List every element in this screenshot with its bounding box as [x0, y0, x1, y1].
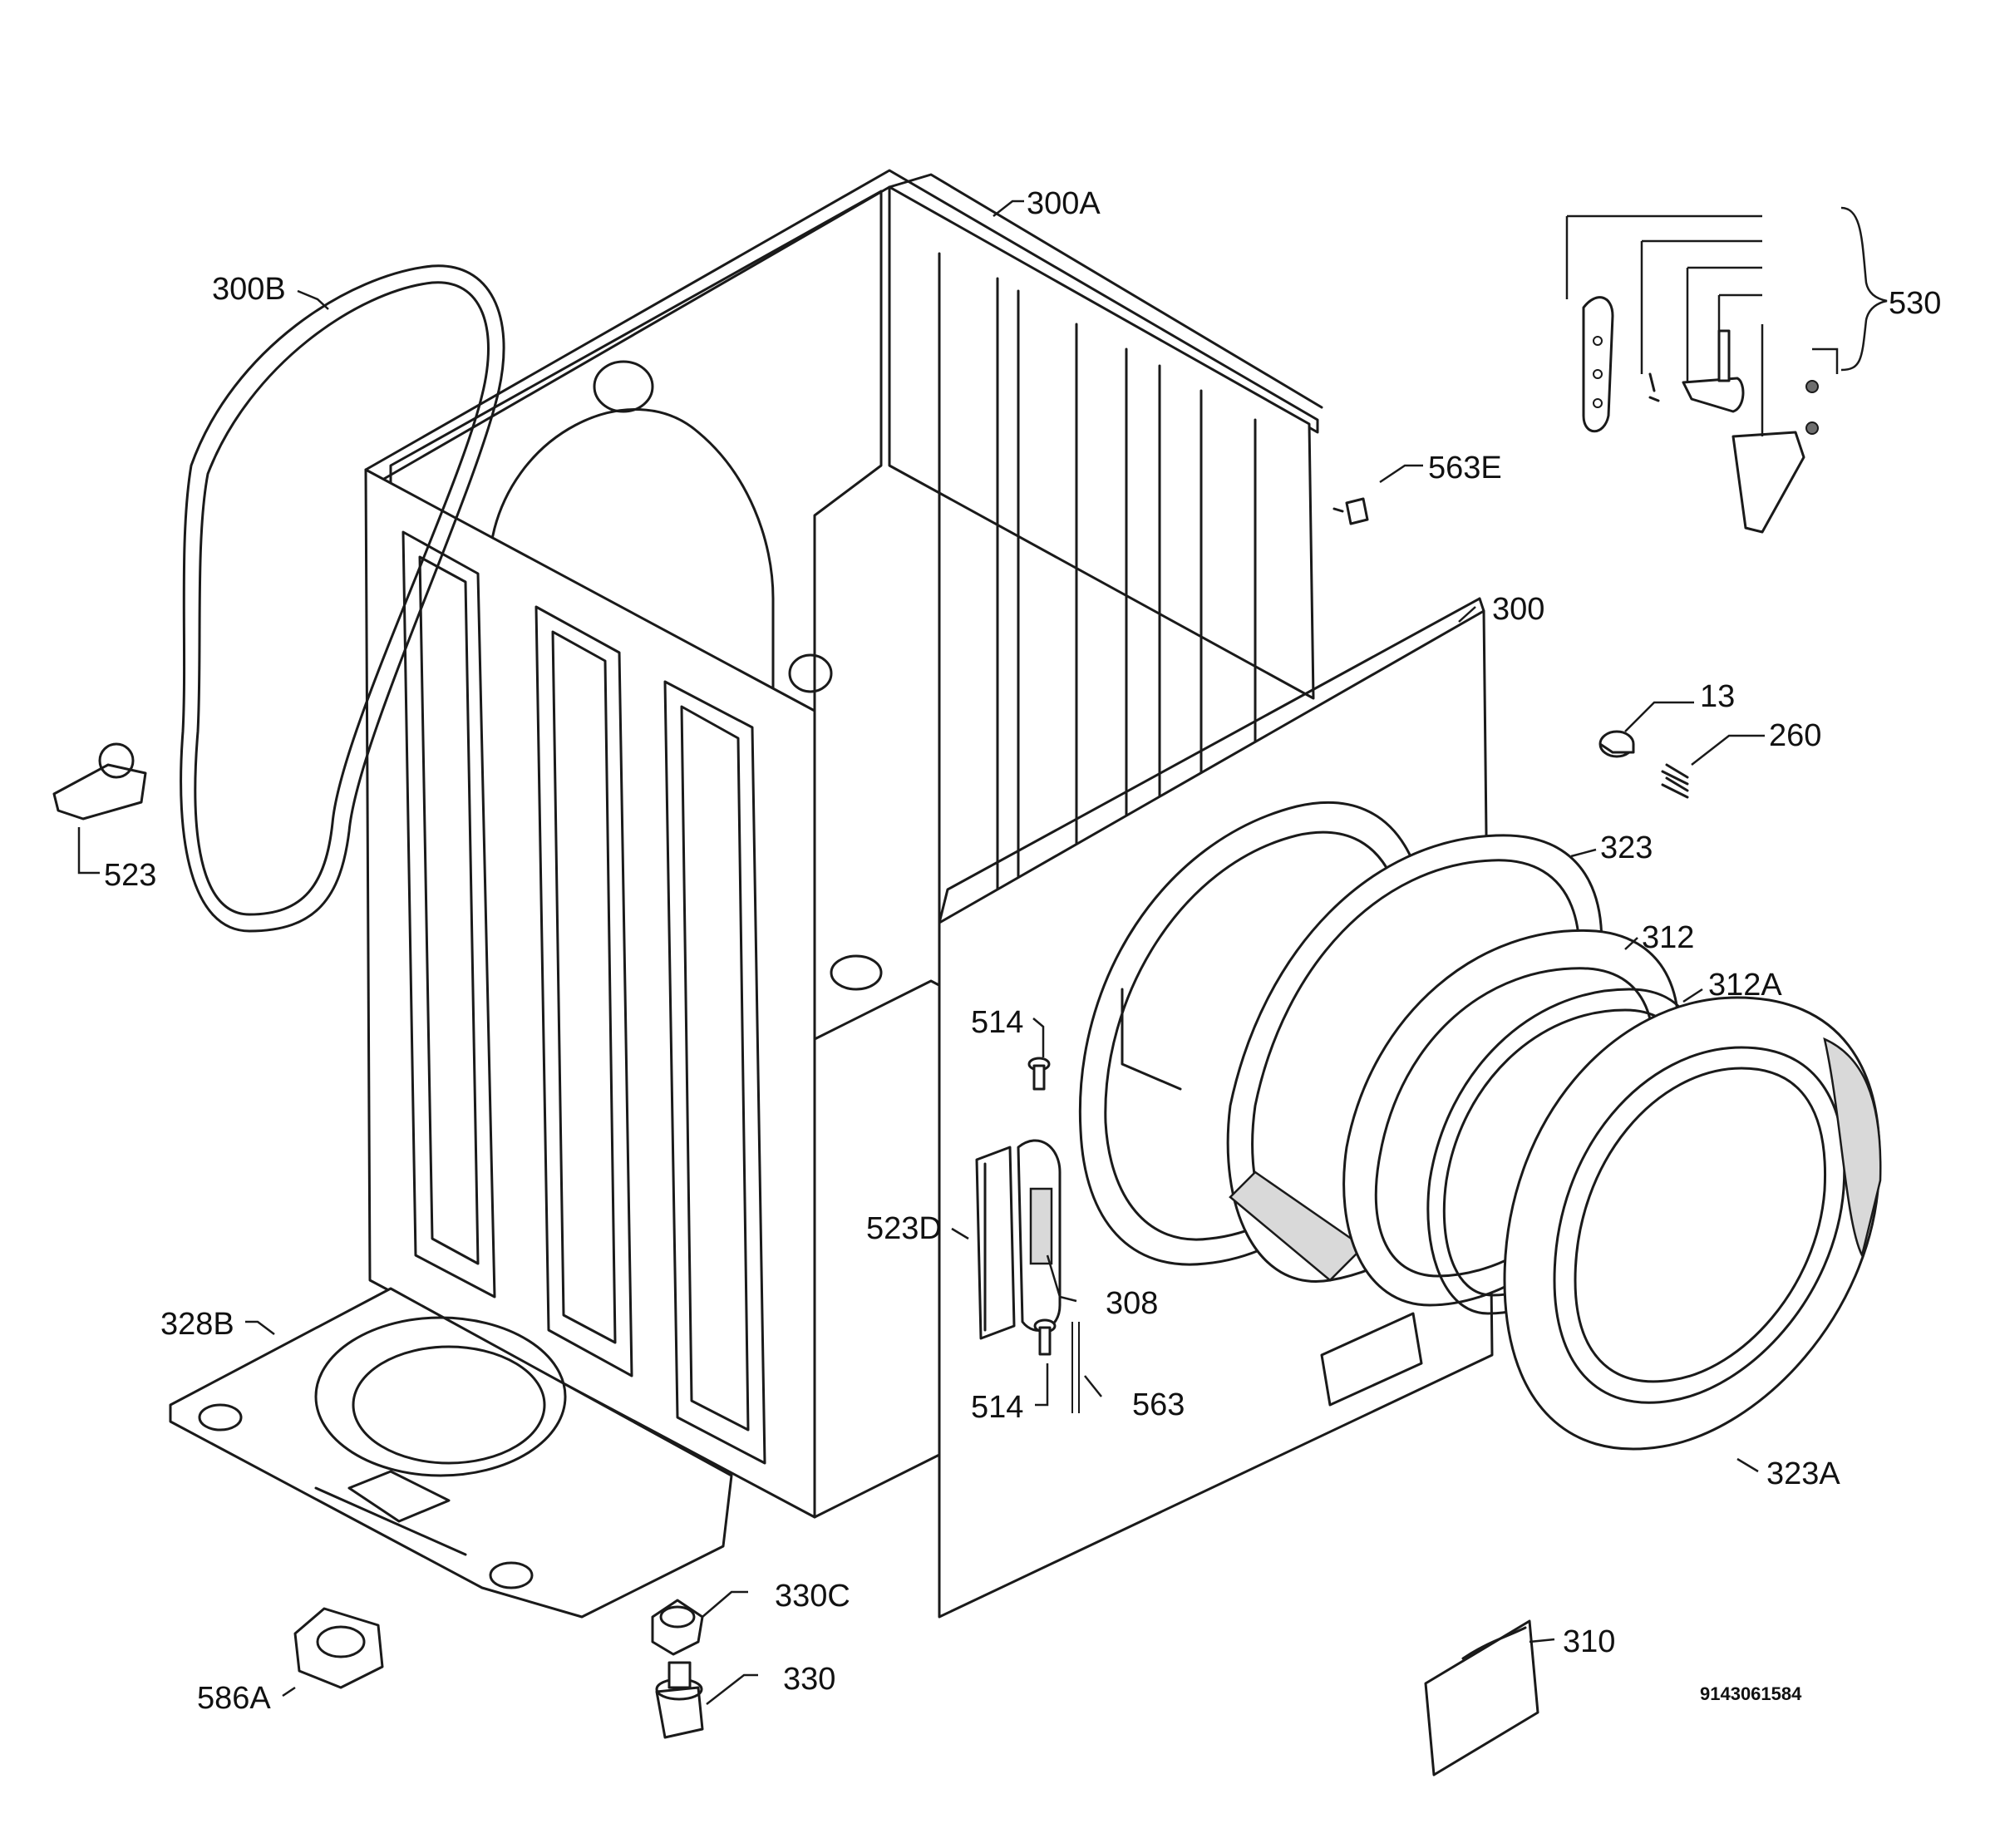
label-13: 13 [1700, 679, 1735, 714]
door-outer-ring [1503, 996, 1882, 1451]
label-300: 300 [1492, 592, 1544, 627]
part-563E [1332, 497, 1369, 525]
part-330-inlet [655, 1661, 704, 1739]
base-plate [169, 1287, 733, 1619]
label-586A: 586A [197, 1681, 271, 1716]
part-310-flap [1424, 1619, 1539, 1777]
part-330C-nut [651, 1599, 704, 1656]
label-563: 563 [1132, 1387, 1185, 1422]
hinge-kit-parts [1582, 296, 1819, 534]
label-312A: 312A [1708, 968, 1782, 1003]
diagram-code: 9143061584 [1700, 1683, 1802, 1704]
leader-lines [77, 200, 1839, 1705]
screw-514-bottom [1033, 1318, 1057, 1356]
label-310: 310 [1563, 1624, 1615, 1659]
label-260: 260 [1769, 718, 1821, 753]
label-523: 523 [104, 858, 156, 893]
label-300A: 300A [1027, 186, 1101, 221]
label-308: 308 [1106, 1286, 1158, 1321]
label-514-top: 514 [971, 1005, 1023, 1040]
group-bracket-530 [1840, 206, 1888, 372]
rod-563 [1071, 1322, 1080, 1413]
label-323A: 323A [1766, 1456, 1840, 1491]
label-530: 530 [1889, 286, 1941, 321]
label-300B: 300B [212, 272, 286, 307]
door-lock-assembly [975, 1139, 1062, 1340]
part-260-spring [1661, 763, 1689, 799]
label-312: 312 [1642, 920, 1694, 955]
label-323: 323 [1600, 830, 1653, 865]
label-563E: 563E [1428, 451, 1502, 485]
label-514-bottom: 514 [971, 1390, 1023, 1425]
part-labels: 300A 300B 530 563E 300 13 260 323 312 31… [104, 186, 1941, 1716]
part-586A-pump [293, 1607, 384, 1689]
part-13-cap [1598, 730, 1635, 758]
part-523-bracket [52, 742, 147, 821]
label-328B: 328B [160, 1307, 234, 1342]
screw-514-top [1027, 1057, 1051, 1091]
rear-cover-ring [180, 264, 505, 933]
label-523D: 523D [866, 1211, 942, 1246]
label-330: 330 [783, 1662, 835, 1697]
label-330C: 330C [775, 1579, 850, 1614]
